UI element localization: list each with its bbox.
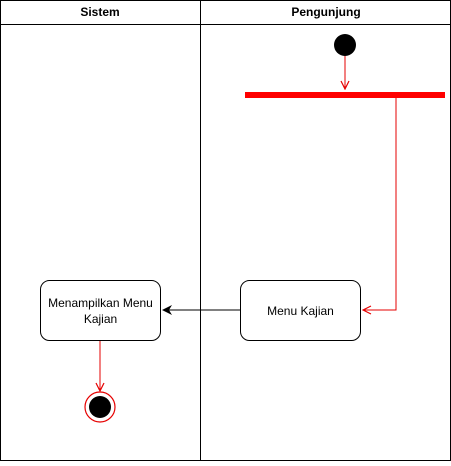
action-menu-kajian	[240, 280, 361, 341]
start-node-icon	[334, 34, 356, 56]
end-node-icon	[84, 391, 116, 423]
fork-bar	[245, 92, 445, 98]
lane-title-pengunjung: Pengunjung	[291, 5, 361, 19]
flow-fork-to-menu-kajian	[363, 98, 397, 310]
lane-title-sistem: Sistem	[80, 5, 120, 19]
action-menampilkan-menu-kajian	[40, 280, 161, 341]
